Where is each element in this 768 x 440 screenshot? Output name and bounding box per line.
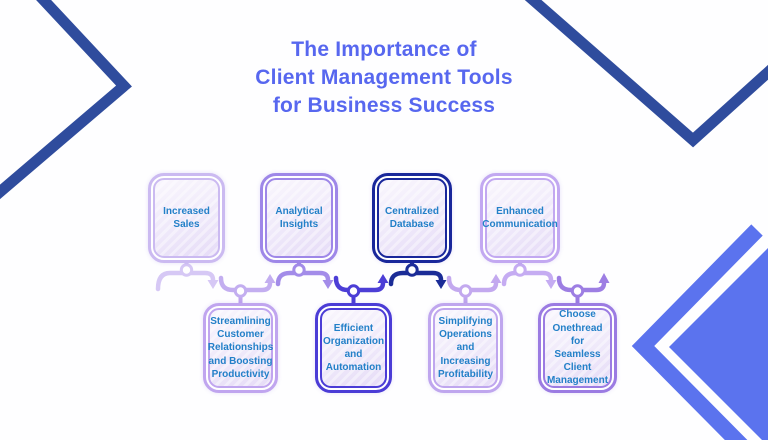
flow-box-label: Streamlining Customer Relationships and … [208,308,273,388]
flow-box-increased-sales: Increased Sales [148,173,225,263]
flow-box-label: Simplifying Operations and Increasing Pr… [433,308,498,388]
flow-node-circles [179,263,585,298]
title-line-2: Client Management Tools [255,66,513,89]
title-line-1: The Importance of [291,38,477,61]
flow-box-label: Centralized Database [377,178,447,258]
title-line-3: for Business Success [272,94,496,117]
flow-box-choose-onethread: Choose Onethread for Seamless Client Man… [538,303,617,393]
flow-box-efficient-organization: Efficient Organization and Automation [315,303,392,393]
flow-box-streamlining-customer-relationships: Streamlining Customer Relationships and … [203,303,278,393]
corner-chevron-top-left-icon [0,0,132,200]
flow-box-label: Efficient Organization and Automation [320,308,387,388]
flow-box-centralized-database: Centralized Database [372,173,452,263]
flow-box-label: Analytical Insights [265,178,333,258]
flow-box-analytical-insights: Analytical Insights [260,173,338,263]
corner-chevron-top-right-icon [524,0,768,148]
bottom-right-arrow-icon [631,224,768,440]
flow-box-label: Choose Onethread for Seamless Client Man… [543,308,612,388]
flow-box-label: Increased Sales [153,178,220,258]
flow-line [155,270,610,293]
flow-box-simplifying-operations: Simplifying Operations and Increasing Pr… [428,303,503,393]
page-title: The Importance of Client Management Tool… [0,36,768,120]
flow-box-label: Enhanced Communication [482,178,558,258]
flow-box-enhanced-communication: Enhanced Communication [480,173,560,263]
